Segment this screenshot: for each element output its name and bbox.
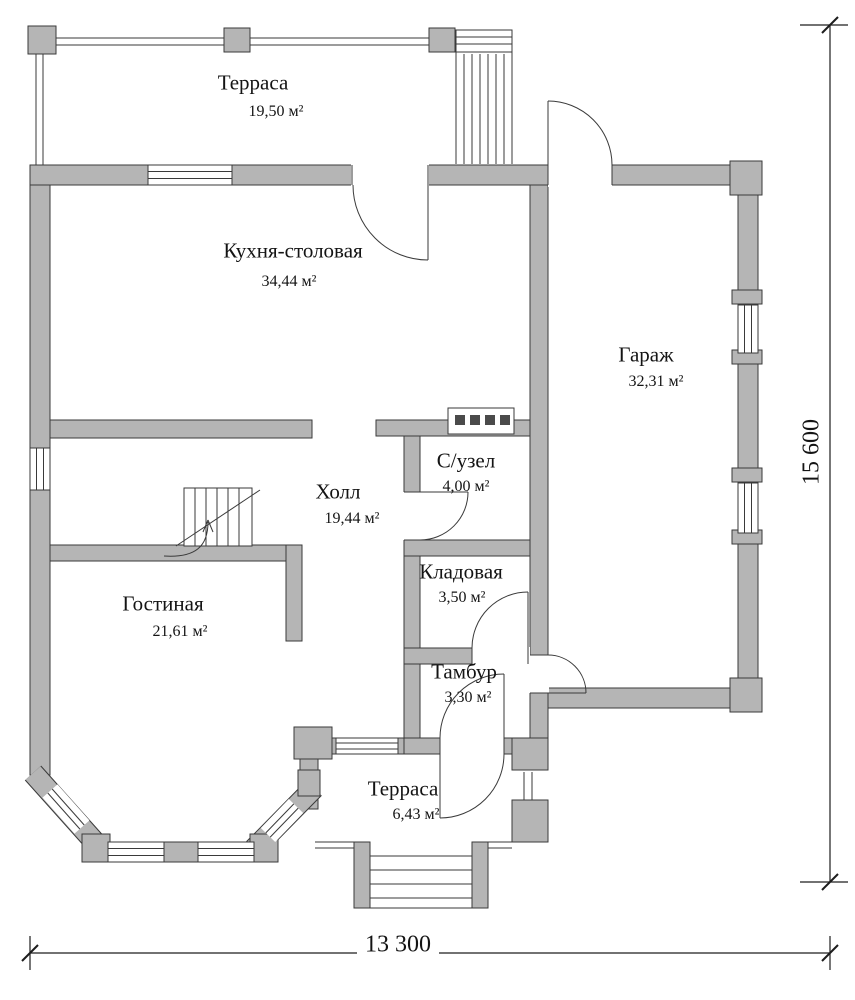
garage-pilaster [729,160,763,196]
bay-corner [297,769,321,797]
dimension-height-label: 15 600 [798,411,826,493]
room-name-garage: Гараж [618,342,674,367]
kitchen-window [147,164,233,186]
dimension-width-label: 13 300 [357,931,439,959]
room-name-kitchen: Кухня-столовая [223,238,363,263]
room-name-bathroom: С/узел [436,448,496,473]
terrace-top-structure [35,29,513,165]
garage-pilaster [731,467,763,483]
staircase [163,487,261,557]
room-area-garage: 32,31 м² [628,373,684,390]
room-area-terrace-bottom: 6,43 м² [392,806,440,823]
terrace-stairs-landing [455,29,513,53]
garage-pilaster [729,677,763,713]
bay-window [197,841,255,863]
terrace-column [223,27,251,53]
room-area-kitchen: 34,44 м² [261,273,317,290]
living-top-wall [49,544,303,562]
hall-window [29,447,51,491]
room-name-hall: Холл [315,479,361,504]
room-name-vestibule: Тамбур [431,659,497,684]
living-right-wall [285,544,303,642]
door-entrance [439,673,505,739]
bay-window-angled [42,784,90,834]
room-name-storage: Кладовая [419,559,503,584]
garage-bottom-wall [547,687,759,709]
dimension-lines [21,16,848,970]
room-area-terrace-top: 19,50 м² [248,103,304,120]
steps-rail [471,841,489,909]
garage-pilaster [731,289,763,305]
room-name-terrace-bottom: Терраса [367,776,439,801]
bay-window-angled [260,799,304,842]
doors-layer [352,100,613,819]
terrace-column [428,27,456,53]
room-area-bathroom: 4,00 м² [442,478,490,495]
room-area-living: 21,61 м² [152,623,208,640]
entrance-steps [354,855,488,909]
bay-corner [81,833,111,863]
door-garage-side [547,654,587,694]
door-bathroom [419,491,469,541]
terrace-bottom-structure [315,772,533,909]
kitchen-bottom-wall [49,419,313,439]
door-kitchen [352,184,429,261]
terrace-side-steps [455,52,513,164]
terrace-window [335,737,399,755]
openings-layer [351,163,613,755]
windows-layer [29,164,759,863]
vestibule-left-wall [403,663,421,739]
room-area-storage: 3,50 м² [438,589,486,606]
garage-window [737,482,759,534]
bathroom-bottom-wall [403,539,531,557]
door-storage [471,591,529,649]
steps-rail [353,841,371,909]
garage-right-wall [737,184,759,709]
terrace-column [27,25,57,55]
terrace-post [511,737,549,771]
room-name-living: Гостиная [122,591,204,616]
dimension-height [800,16,848,891]
stairs-direction-arrow [163,521,209,557]
door-garage-gate [547,100,613,166]
bay-window [107,841,165,863]
garage-window [737,304,759,354]
terrace-post [511,799,549,843]
terrace-post [293,726,333,760]
room-name-terrace-top: Терраса [217,70,289,95]
door-terrace [439,753,505,819]
room-area-vestibule: 3,30 м² [444,689,492,706]
vent-block [447,407,515,435]
room-area-hall: 19,44 м² [324,510,380,527]
